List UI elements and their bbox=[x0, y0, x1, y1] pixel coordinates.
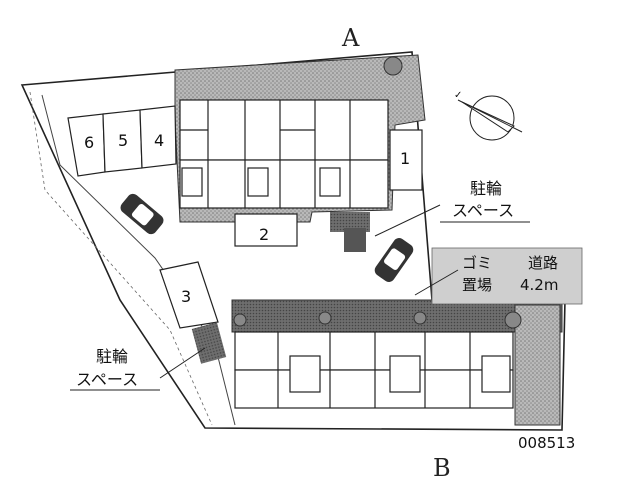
parking-stalls bbox=[67, 105, 423, 329]
parking-space-label: 6 bbox=[84, 133, 94, 152]
bicycle-parking-upper-line1: 駐輪 bbox=[470, 179, 502, 198]
bicycle-rack-lower bbox=[191, 322, 227, 364]
garbage-line1: ゴミ bbox=[462, 254, 492, 272]
car-icon bbox=[120, 193, 164, 235]
building-b-side bbox=[514, 304, 561, 426]
building-a-label: A bbox=[341, 24, 360, 52]
bicycle-rack-upper bbox=[330, 212, 370, 232]
road-line2: 4.2m bbox=[520, 276, 558, 294]
road-line1: 道路 bbox=[528, 254, 558, 272]
building-b-units bbox=[234, 331, 514, 409]
road-area bbox=[431, 247, 583, 305]
stairs bbox=[344, 228, 366, 252]
bicycle-parking-upper-line2: スペース bbox=[452, 201, 514, 220]
leader-line bbox=[159, 347, 206, 379]
walkway-edge bbox=[29, 91, 213, 426]
parking-space-label: 2 bbox=[259, 225, 269, 244]
bicycle-parking-lower-line2: スペース bbox=[76, 370, 138, 389]
leader-line bbox=[374, 204, 441, 237]
svg-text:✓: ✓ bbox=[454, 90, 462, 101]
leader-line bbox=[414, 269, 459, 296]
bicycle-parking-lower-line1: 駐輪 bbox=[96, 347, 128, 366]
building-a-units bbox=[179, 99, 389, 209]
parking-space-label: 5 bbox=[118, 131, 128, 150]
parking-space-label: 3 bbox=[181, 287, 191, 306]
car-icon bbox=[374, 238, 414, 282]
garbage-line2: 置場 bbox=[462, 276, 492, 294]
inner-driveway-edge bbox=[41, 94, 236, 426]
building-b-label: B bbox=[433, 454, 451, 482]
parking-space-label: 1 bbox=[400, 149, 410, 168]
parking-space-label: 4 bbox=[154, 131, 164, 150]
plan-number: 008513 bbox=[518, 434, 575, 452]
tree-icon bbox=[233, 56, 522, 329]
north-arrow-icon: ✓ bbox=[454, 90, 523, 141]
